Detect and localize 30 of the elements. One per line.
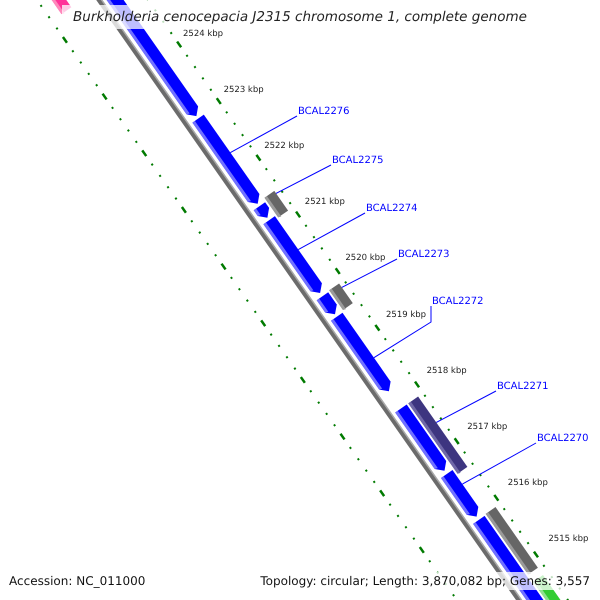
leader-line <box>373 306 432 358</box>
gene-label: BCAL2274 <box>366 203 418 215</box>
tick-label: 2516 kbp <box>508 478 548 488</box>
footer-text: Topology: circular; Length: 3,870,082 bp; Genes: 3,557 <box>258 572 592 590</box>
leader-line <box>230 116 298 154</box>
gene-block <box>264 190 288 218</box>
gene-label: BCAL2276 <box>298 106 350 118</box>
tick-label: 2521 kbp <box>304 197 345 208</box>
leader-line <box>341 258 398 288</box>
tick-label: 2522 kbp <box>264 141 304 152</box>
gene-block <box>329 284 353 310</box>
tick-label: 2523 kbp <box>224 85 264 96</box>
gene-block <box>263 216 322 293</box>
gene-label: BCAL2273 <box>398 249 450 261</box>
tick-label: 2524 kbp <box>183 29 224 39</box>
gene-block <box>408 396 468 474</box>
gene-block <box>441 470 478 517</box>
gene-label: BCAL2275 <box>332 155 384 167</box>
tick-label: 2518 kbp <box>426 366 467 376</box>
leader-line <box>298 212 366 250</box>
leader-line <box>276 164 332 194</box>
leader-line <box>436 390 496 423</box>
tick-label: 2520 kbp <box>345 253 386 264</box>
gene-label: BCAL2271 <box>497 381 549 393</box>
tick-label: 2519 kbp <box>386 310 426 320</box>
gene-label: BCAL2272 <box>432 296 484 308</box>
gene-block <box>192 114 260 204</box>
tick-label: 2515 kbp <box>548 534 588 544</box>
gene-label: BCAL2270 <box>537 433 589 445</box>
leader-line <box>462 442 536 485</box>
